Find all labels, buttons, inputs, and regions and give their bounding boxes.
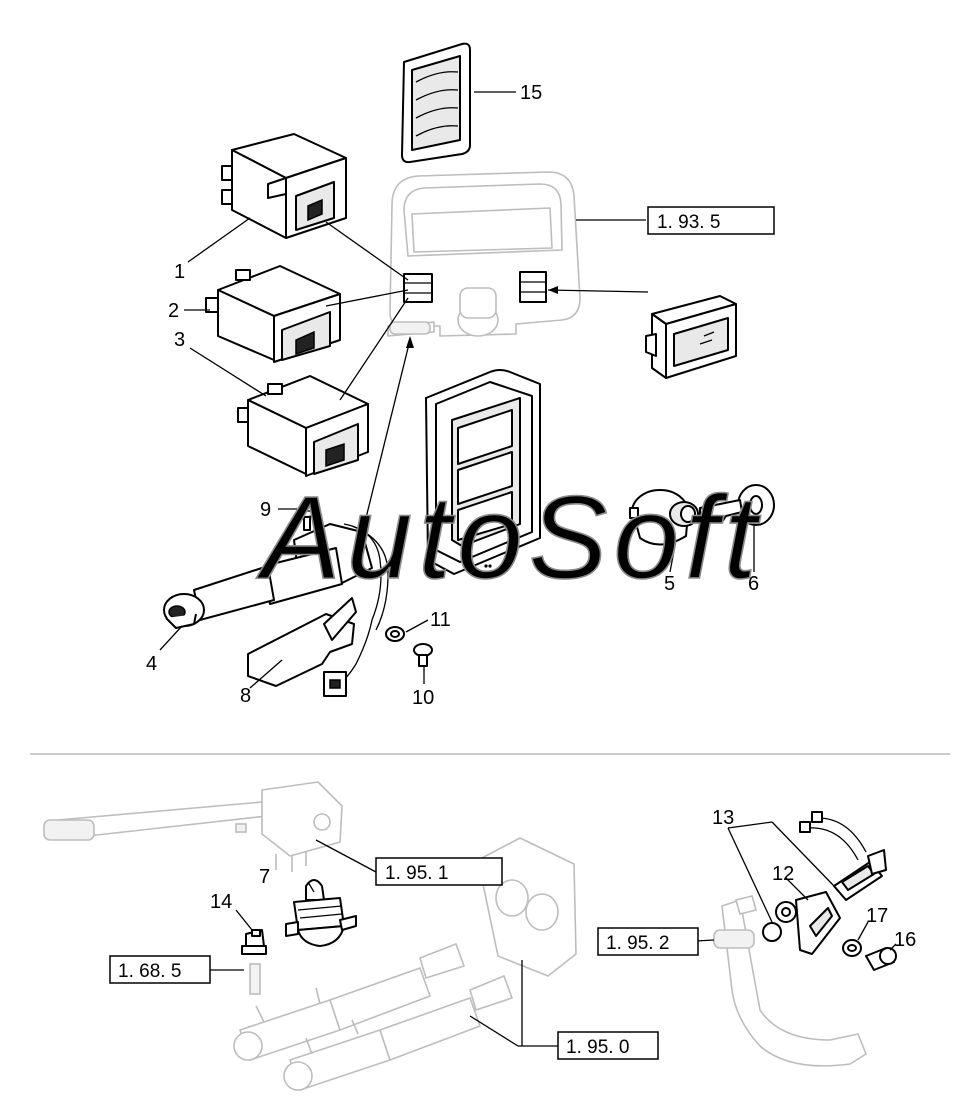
callout-4: 4 [146,653,157,675]
part-1-rocker-switch [221,133,347,239]
instrument-cluster [387,171,581,337]
part-15-blank-cover [401,42,471,164]
cluster-side-switch [645,295,737,379]
reference-label: 1. 95. 0 [566,1037,629,1058]
reference-box-1-68-5: 1. 68. 5 [109,955,211,984]
callout-7: 7 [259,866,270,888]
cluster-connector [389,321,431,335]
part-6-key [699,484,775,526]
upper-leader-lines [159,91,755,689]
part-16-bolt [865,947,897,971]
reference-label: 1. 95. 2 [606,933,669,954]
callout-2: 2 [168,300,179,322]
lower-callouts: 7 14 13 12 17 16 [210,807,916,951]
part-13-stop-light-switch [762,811,887,942]
reference-box-1-93-5: 1. 93. 5 [647,206,775,235]
callout-8: 8 [240,685,251,707]
part-5-ignition-lock [629,489,699,546]
part-9-screw [297,504,317,531]
upper-callouts: 15 1 2 3 9 4 8 11 10 5 6 [146,82,759,709]
callout-16: 16 [894,929,916,951]
switch-frame [425,369,541,575]
reference-box-1-95-2: 1. 95. 2 [597,927,699,956]
callout-9: 9 [260,499,271,521]
callout-6: 6 [748,573,759,595]
part-11-washer [385,626,405,642]
reference-box-1-95-0: 1. 95. 0 [557,1031,659,1060]
brake-pedal [713,895,867,1067]
part-2-rocker-switch [205,265,341,363]
callout-17: 17 [866,905,888,927]
part-12-switch-bracket [795,891,841,955]
part-8-mounting-bracket [247,597,357,687]
part-7-handbrake-switch [285,879,357,947]
callout-3: 3 [174,329,185,351]
watermark: AutoSoft [256,472,763,604]
callout-1: 1 [174,261,185,283]
part-4-combination-switch [163,523,389,697]
callout-5: 5 [664,573,675,595]
part-14-switch [241,929,267,955]
part-3-rocker-switch [237,375,369,477]
reference-label: 1. 95. 1 [385,863,448,884]
callout-14: 14 [210,891,232,913]
reference-label: 1. 68. 5 [118,961,181,982]
reference-box-1-95-1: 1. 95. 1 [375,857,503,886]
callout-10: 10 [412,687,434,709]
part-10-screw [413,643,433,667]
callout-15: 15 [520,82,542,104]
handbrake-lever [43,781,343,872]
callout-12: 12 [772,863,794,885]
callout-11: 11 [430,609,451,631]
part-17-washer [842,939,862,957]
callout-13: 13 [712,807,734,829]
reference-label: 1. 93. 5 [657,212,720,233]
